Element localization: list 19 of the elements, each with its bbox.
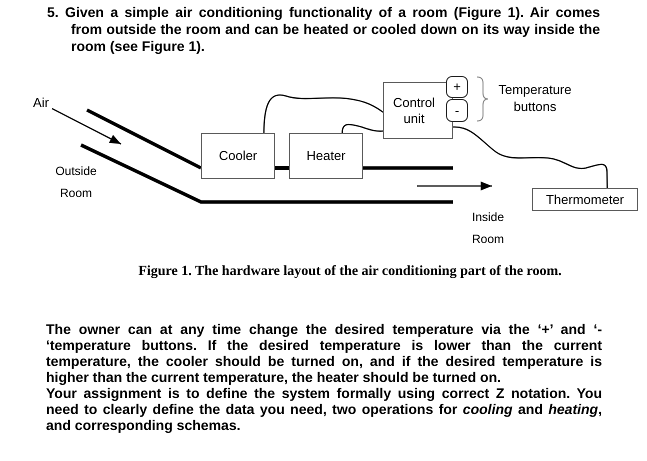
body-text: Your assignment is to define the system formally using correct Z notation. You need to clearly define the data you need, two operations for cooling and heating, and corresponding schemas.	[46, 385, 602, 433]
area-label: Outside Room	[54, 163, 98, 202]
duct-segment	[275, 166, 289, 170]
arrow	[52, 108, 122, 145]
air-label: Air	[30, 95, 52, 111]
control-unit-box: Control unit	[383, 82, 453, 139]
cooler-box: Cooler	[201, 133, 275, 179]
wire	[342, 124, 384, 134]
body-text: The owner can at any time change the desired temperature via the ‘+’ and ‘- ‘temperature buttons. If the desired temperature is lower than the current temperature, the cooler should be turned on, and if the desired temperature is higher than the current temperature, the heater should be turned on.	[46, 321, 602, 385]
figure-caption: Figure 1. The hardware layout of the air conditioning part of the room.	[137, 263, 563, 280]
question-text: 5. Given a simple air conditioning functionality of a room (Figure 1). Air comes from outside the room and can be heated or cooled down on its way inside the room (see Figure 1).	[47, 4, 600, 55]
area-label: Inside Room	[470, 209, 506, 248]
plus-button: +	[446, 76, 468, 98]
heater-box: Heater	[289, 133, 363, 179]
wire	[263, 94, 384, 134]
minus-button: -	[446, 99, 468, 122]
button-group-label: Temperature buttons	[498, 81, 572, 115]
thermometer-box: Thermometer	[532, 188, 638, 211]
wire	[452, 126, 608, 188]
